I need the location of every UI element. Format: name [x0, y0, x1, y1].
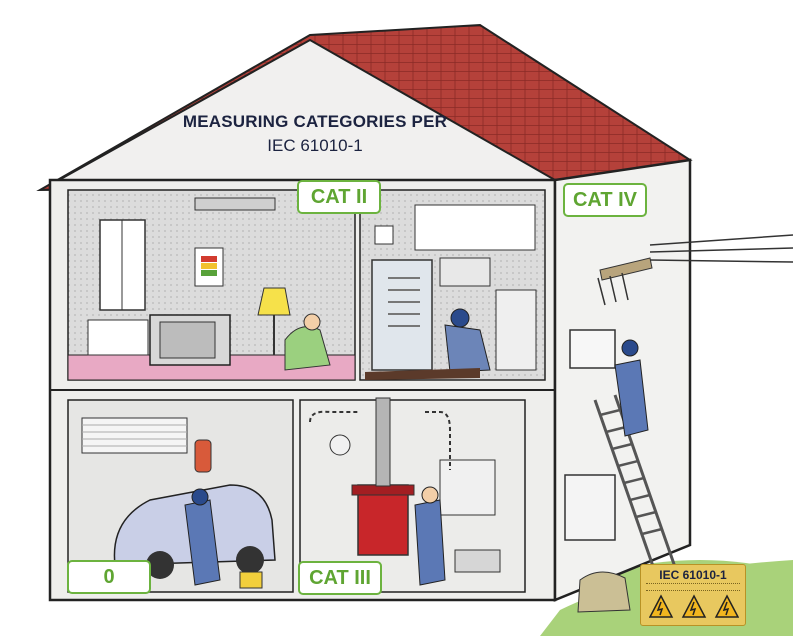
cat-zero-badge: 0 — [67, 560, 151, 594]
warning-triangle-icon — [714, 594, 739, 618]
iec-label-title: IEC 61010-1 — [659, 568, 727, 582]
iec-warning-label: IEC 61010-1 — [640, 564, 746, 626]
page-subtitle: IEC 61010-1 — [267, 136, 363, 155]
iec-label-fine-print — [646, 583, 740, 591]
warning-icons — [649, 594, 739, 618]
workshop — [299, 397, 526, 593]
cat-iii-badge: CAT III — [298, 561, 382, 595]
kitchen — [359, 189, 546, 381]
cat-iv-badge: CAT IV — [563, 183, 647, 217]
garage — [67, 399, 294, 593]
cat-ii-badge: CAT II — [297, 180, 381, 214]
warning-triangle-icon — [681, 594, 707, 618]
warning-triangle-icon — [649, 594, 674, 618]
page-title: MEASURING CATEGORIES PER — [182, 112, 448, 131]
living-room — [67, 189, 356, 381]
meter-side — [564, 234, 793, 613]
